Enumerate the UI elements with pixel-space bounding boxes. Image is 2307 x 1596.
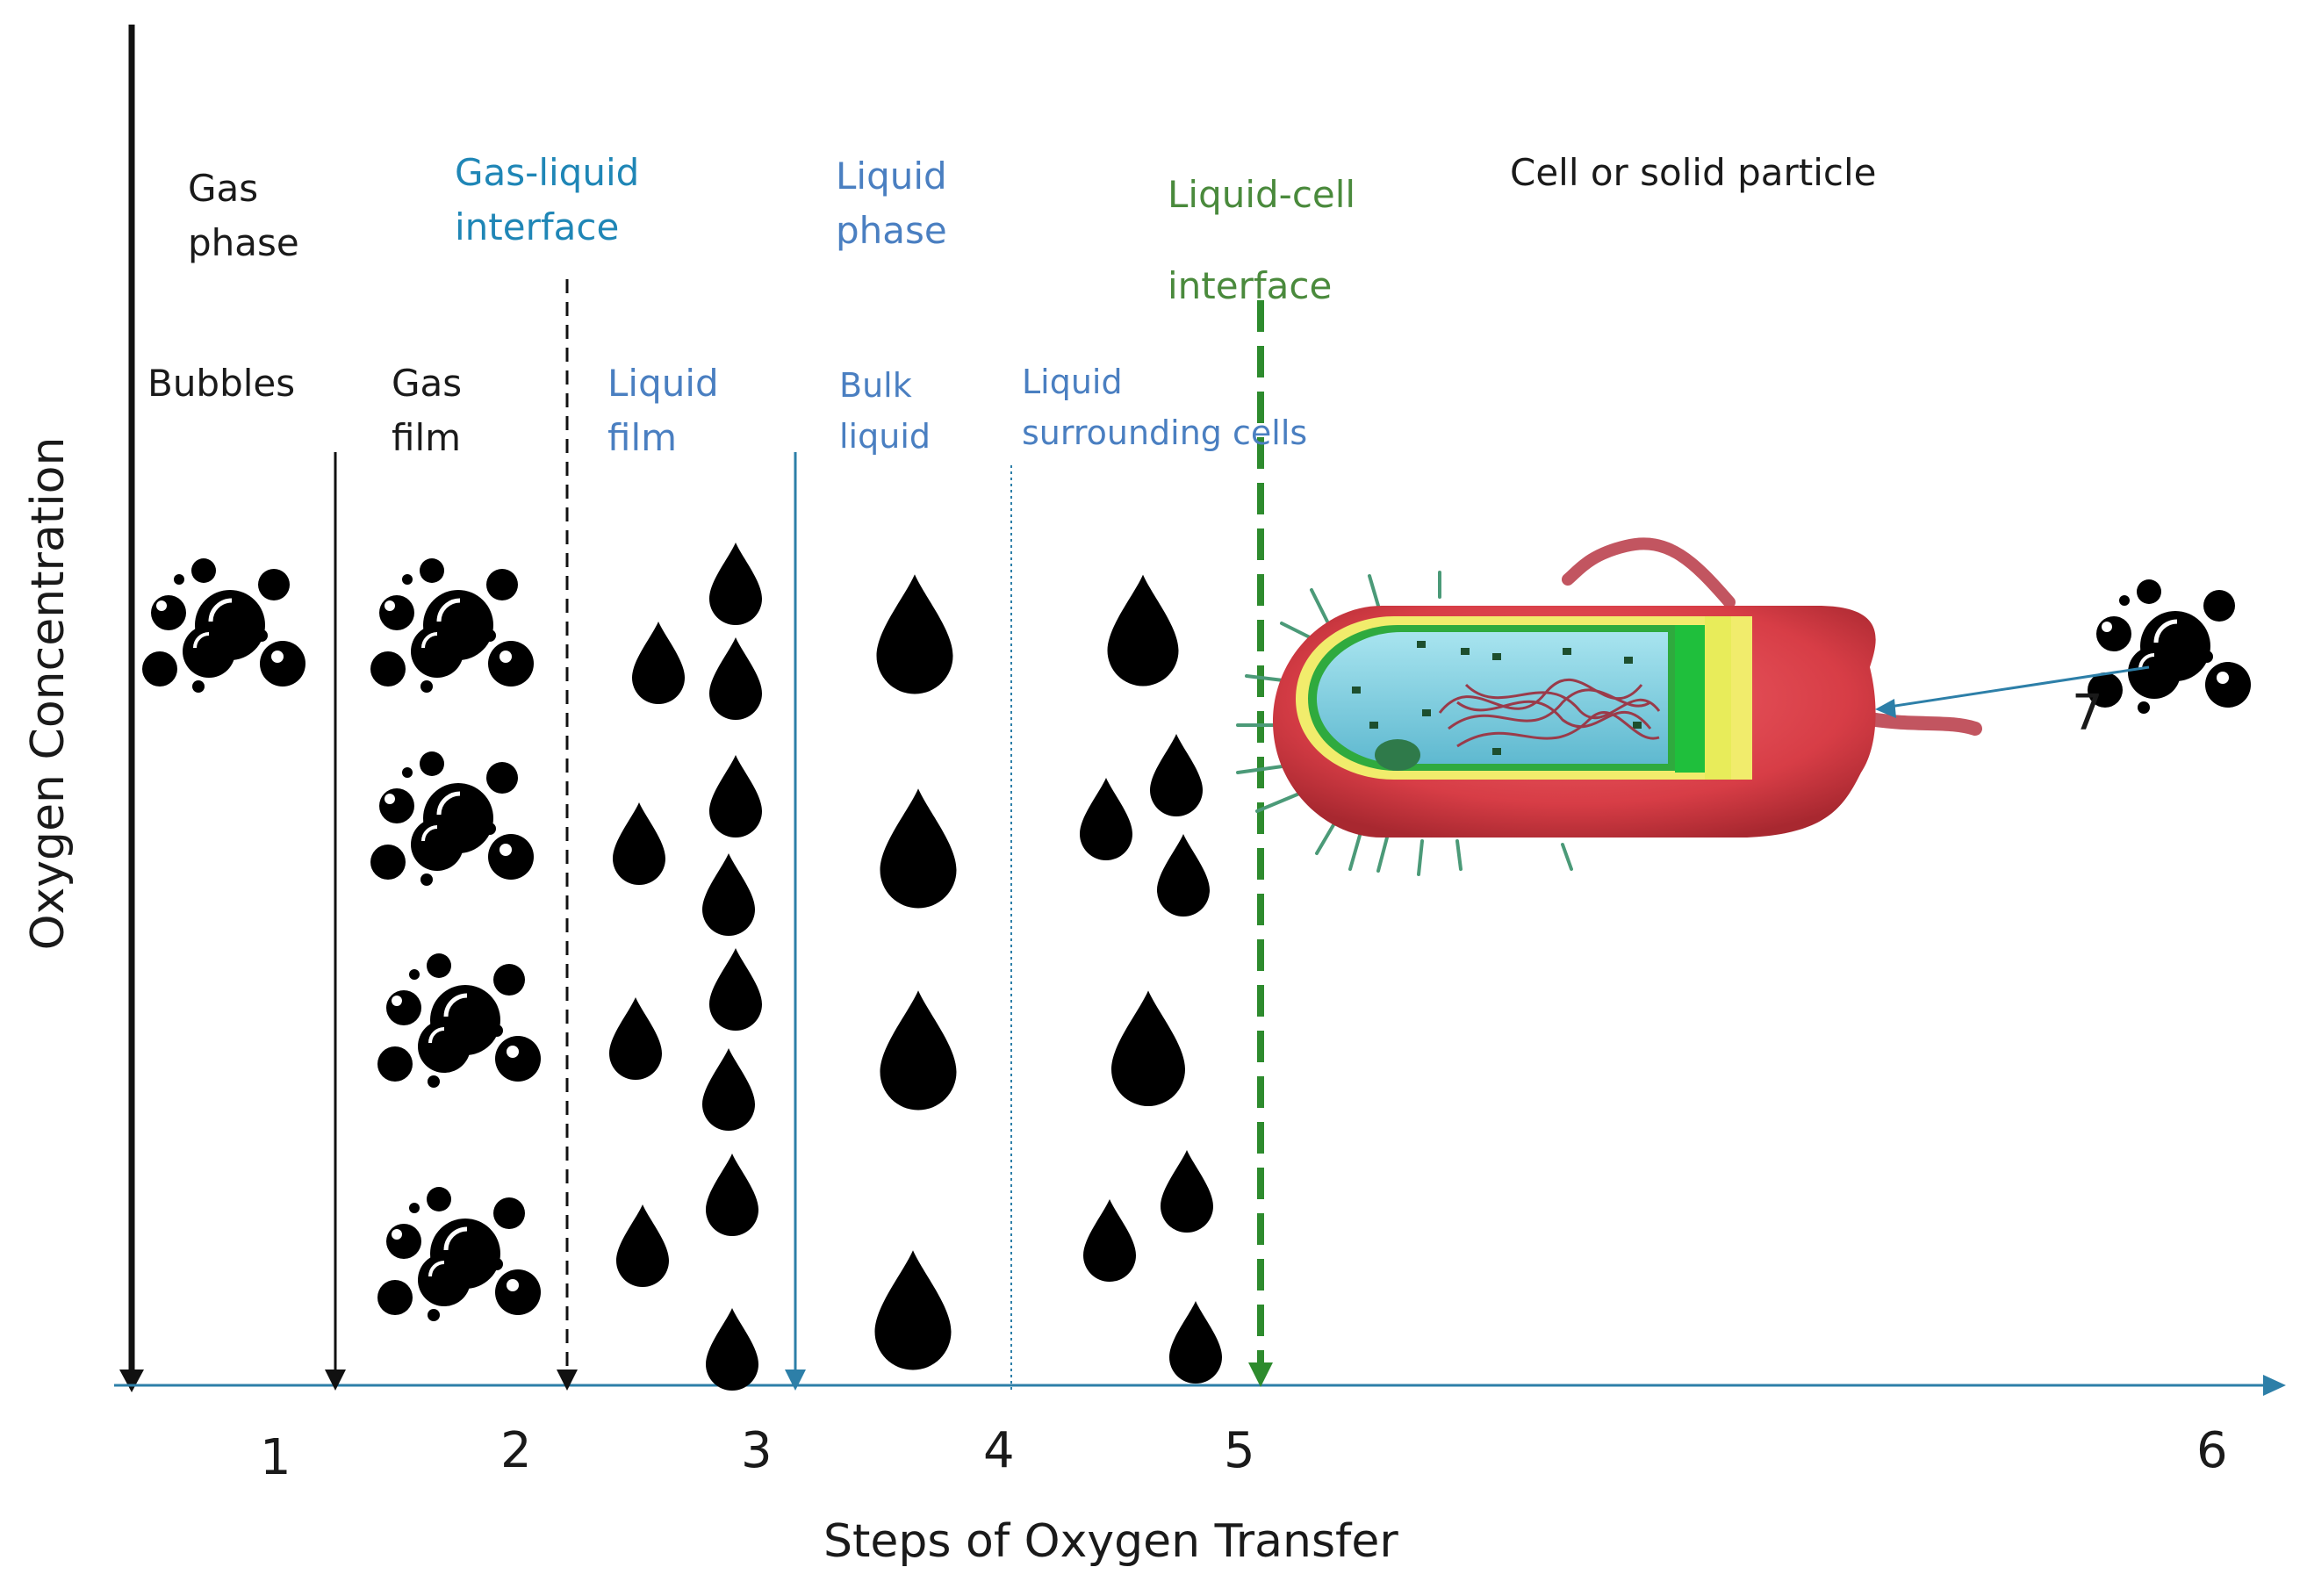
liquid-droplet-icon [702,853,755,936]
liquid-droplet-icon [1111,990,1185,1106]
divider-step-2-arrowhead [557,1370,578,1391]
divider-step-3-arrowhead [785,1370,806,1391]
liquid-droplet-icon [874,1250,952,1370]
liquid-droplet-icon [1161,1150,1213,1233]
liquid-droplet-icon [609,997,662,1080]
oxygen-bubble-cluster-icon [377,953,541,1088]
liquid-droplet-icon [709,543,762,625]
step-number-3: 3 [741,1422,773,1479]
liquid-droplet-icon [880,788,957,909]
oxygen-bubble-cluster-icon [370,558,534,693]
y-axis-arrowhead [119,1370,144,1392]
liquid-droplet-icon [1169,1301,1222,1384]
bacterium-cell-illustration [1236,537,1982,876]
liquid-droplet-icon [876,574,953,694]
liquid-droplet-icon [616,1204,669,1287]
liquid-droplet-icon [1157,834,1210,917]
oxygen-bubble-cluster-icon [370,751,534,886]
divider-step-5-arrowhead [1248,1362,1273,1387]
liquid-droplet-icon [1150,734,1203,816]
liquid-droplet-icon [706,1308,758,1391]
liquid-droplet-icon [632,622,685,704]
liquid-droplet-icon [709,948,762,1031]
x-axis-arrowhead [2263,1375,2286,1396]
step-number-7: 7 [2072,685,2103,742]
oxygen-bubble-cluster-icon [142,558,305,693]
oxygen-bubble-cluster-icon [377,1187,541,1321]
step-number-4: 4 [983,1422,1015,1479]
liquid-droplet-icon [1107,574,1179,687]
oxygen-bubble-cluster-icon [2088,579,2251,714]
liquid-droplet-icon [1080,778,1132,860]
step-number-5: 5 [1224,1422,1255,1479]
step-7-arrowhead [1875,699,1896,718]
liquid-droplet-icon [613,802,665,885]
cell-or-solid-particle-label: Cell or solid particle [1510,151,1877,194]
bubbles-label: Bubbles [147,362,296,405]
liquid-droplet-icon [1083,1199,1136,1282]
liquid-droplet-icon [709,637,762,720]
liquid-droplet-icon [706,1154,758,1236]
liquid-droplet-icon [880,990,957,1111]
step-number-1: 1 [260,1429,291,1486]
liquid-droplet-icon [702,1048,755,1131]
step-number-6: 6 [2196,1422,2228,1479]
step-7-arrow-line [1883,665,2150,709]
divider-step-1-arrowhead [325,1370,346,1391]
y-axis-title: Oxygen Concentration [22,436,75,951]
step-number-2: 2 [500,1422,532,1479]
x-axis-title: Steps of Oxygen Transfer [823,1515,1398,1568]
liquid-droplet-icon [709,755,762,838]
